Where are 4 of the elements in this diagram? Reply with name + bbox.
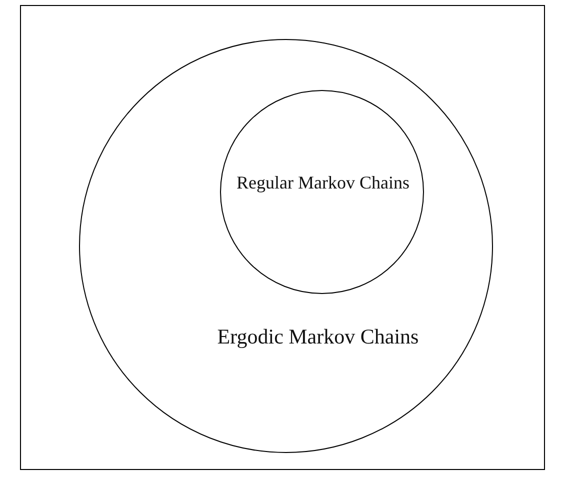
set-circle [79, 39, 493, 453]
set-label: Ergodic Markov Chains [217, 324, 419, 350]
set-label: Regular Markov Chains [236, 172, 410, 194]
set-circle [220, 90, 424, 294]
